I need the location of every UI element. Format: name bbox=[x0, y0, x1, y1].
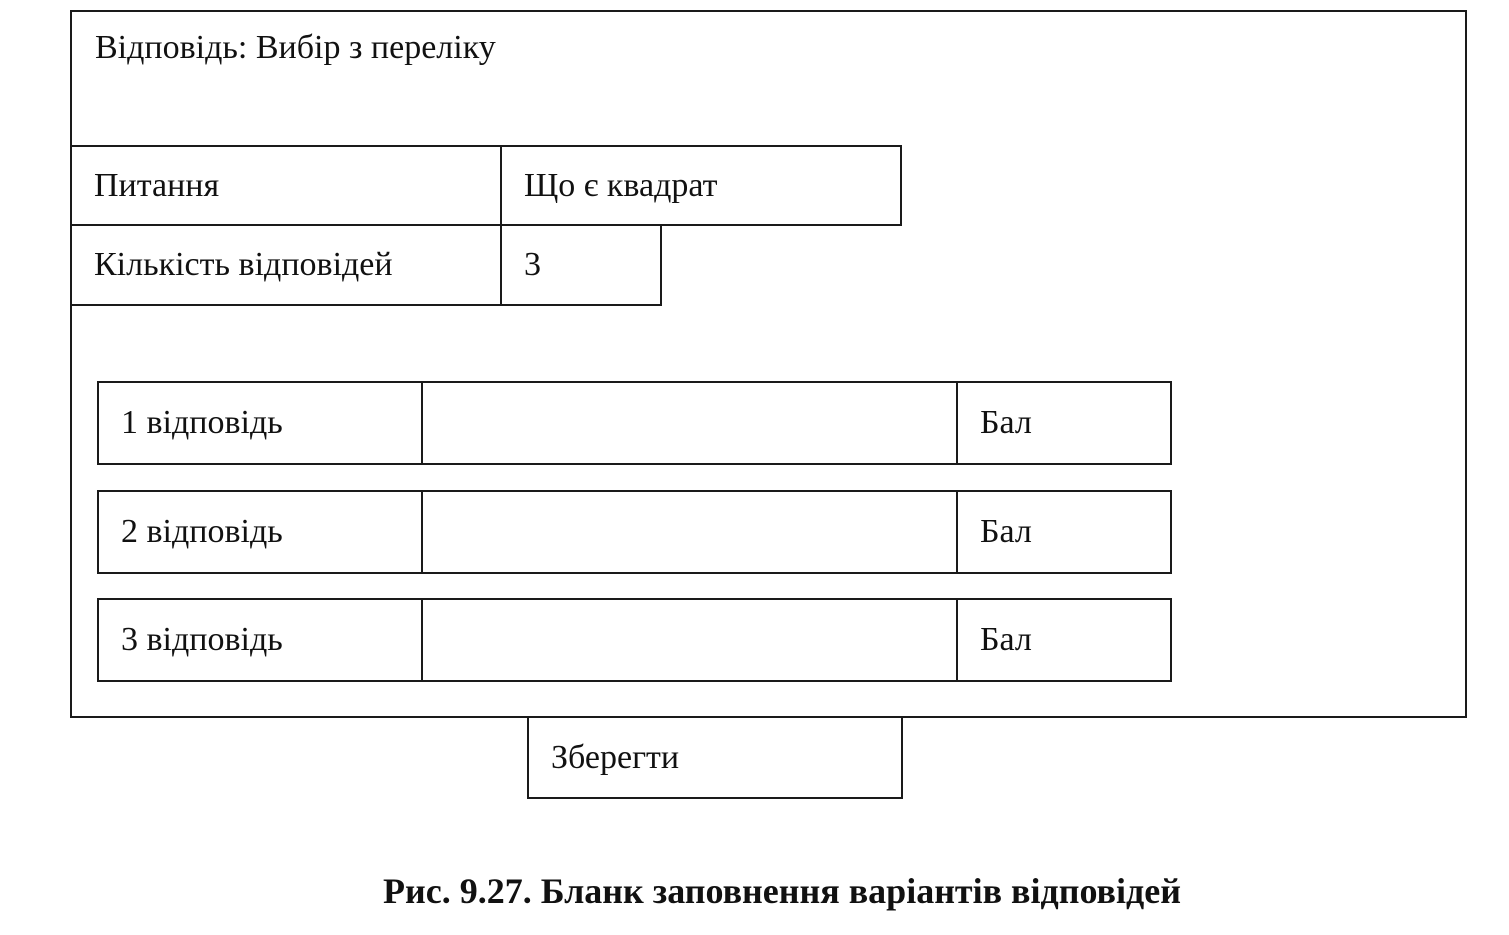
question-input[interactable]: Що є квадрат bbox=[500, 145, 902, 226]
question-label: Питання bbox=[70, 145, 502, 226]
answer-1-label: 1 відповідь bbox=[97, 381, 423, 465]
answer-3-score-field[interactable]: Бал bbox=[956, 598, 1172, 682]
answer-2-score-field[interactable]: Бал bbox=[956, 490, 1172, 574]
save-button[interactable]: Зберегти bbox=[527, 716, 903, 799]
figure-caption: Рис. 9.27. Бланк заповнення варіантів ві… bbox=[383, 871, 1181, 911]
answer-count-input[interactable]: 3 bbox=[500, 224, 662, 306]
answer-3-input[interactable] bbox=[421, 598, 958, 682]
form-title: Відповідь: Вибір з переліку bbox=[95, 29, 496, 66]
answer-2-label: 2 відповідь bbox=[97, 490, 423, 574]
answer-1-score-field[interactable]: Бал bbox=[956, 381, 1172, 465]
answer-count-label: Кількість відповідей bbox=[70, 224, 502, 306]
answer-2-input[interactable] bbox=[421, 490, 958, 574]
answer-1-input[interactable] bbox=[421, 381, 958, 465]
answer-3-label: 3 відповідь bbox=[97, 598, 423, 682]
